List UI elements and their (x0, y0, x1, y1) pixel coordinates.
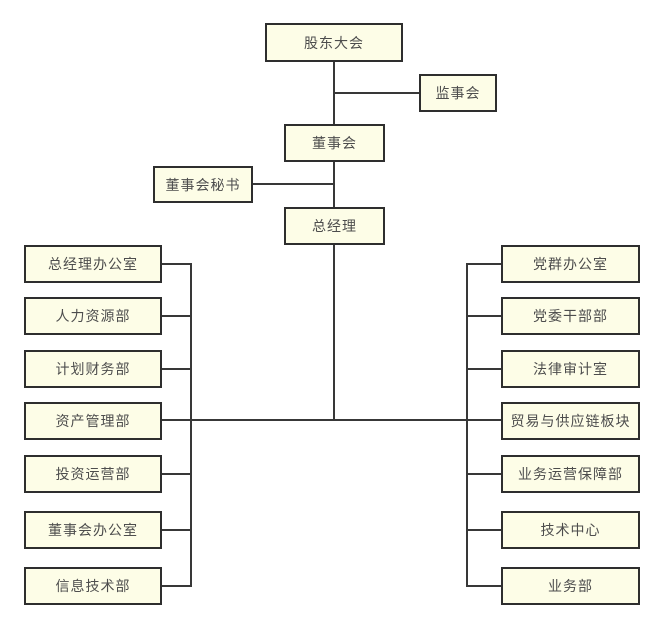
connector-left-stub-6 (162, 529, 192, 531)
node-board-of-directors: 董事会 (284, 124, 385, 162)
node-board-office: 董事会办公室 (24, 511, 162, 549)
node-label: 业务运营保障部 (518, 467, 623, 483)
connector-left-stub-7 (162, 585, 192, 587)
connector-left-stub-2 (162, 315, 192, 317)
node-investment-operations: 投资运营部 (24, 455, 162, 493)
node-party-mass-office: 党群办公室 (501, 245, 640, 283)
node-label: 贸易与供应链板块 (510, 414, 631, 430)
node-label: 监事会 (435, 86, 481, 102)
node-information-technology: 信息技术部 (24, 567, 162, 605)
connector-gm-to-rail (333, 244, 335, 421)
node-trade-supply-chain: 贸易与供应链板块 (501, 402, 640, 440)
node-label: 信息技术部 (55, 579, 131, 595)
node-label: 董事会 (312, 136, 357, 152)
node-label: 总经理办公室 (48, 257, 138, 273)
node-human-resources: 人力资源部 (24, 297, 162, 335)
connector-left-stub-3 (162, 368, 192, 370)
node-planning-finance: 计划财务部 (24, 350, 162, 388)
node-label: 董事会秘书 (165, 177, 241, 194)
node-legal-audit-office: 法律审计室 (501, 350, 640, 388)
connector-secretary-to-trunk (253, 183, 333, 185)
connector-to-supervisory-board (334, 92, 419, 94)
node-label: 人力资源部 (55, 309, 131, 325)
node-shareholders-meeting: 股东大会 (265, 23, 403, 62)
connector-board-to-gm (333, 161, 335, 208)
connector-right-stub-6 (468, 529, 501, 531)
node-label: 法律审计室 (533, 362, 608, 378)
connector-right-stub-2 (468, 315, 501, 317)
node-technology-center: 技术中心 (501, 511, 640, 549)
node-label: 资产管理部 (55, 414, 131, 430)
node-label: 业务部 (548, 579, 593, 595)
node-label: 计划财务部 (55, 362, 131, 378)
node-label: 党委干部部 (533, 309, 608, 325)
node-label: 党群办公室 (533, 257, 608, 273)
node-party-cadre-dept: 党委干部部 (501, 297, 640, 335)
node-business-dept: 业务部 (501, 567, 640, 605)
node-general-manager: 总经理 (284, 207, 385, 245)
connector-right-stub-5 (468, 473, 501, 475)
node-business-ops-support: 业务运营保障部 (501, 455, 640, 493)
node-label: 技术中心 (540, 523, 601, 539)
node-label: 董事会办公室 (48, 523, 138, 539)
connector-right-spine (466, 263, 468, 587)
node-label: 股东大会 (304, 35, 364, 52)
connector-left-stub-1 (162, 263, 192, 265)
node-gm-office: 总经理办公室 (24, 245, 162, 283)
connector-left-spine (190, 263, 192, 587)
node-board-secretary: 董事会秘书 (153, 166, 253, 203)
node-supervisory-board: 监事会 (419, 74, 497, 112)
connector-main-rail (162, 419, 501, 421)
node-label: 总经理 (312, 219, 357, 235)
connector-right-stub-7 (468, 585, 501, 587)
node-label: 投资运营部 (55, 467, 131, 483)
connector-left-stub-5 (162, 473, 192, 475)
connector-right-stub-1 (468, 263, 501, 265)
node-asset-management: 资产管理部 (24, 402, 162, 440)
connector-right-stub-3 (468, 368, 501, 370)
